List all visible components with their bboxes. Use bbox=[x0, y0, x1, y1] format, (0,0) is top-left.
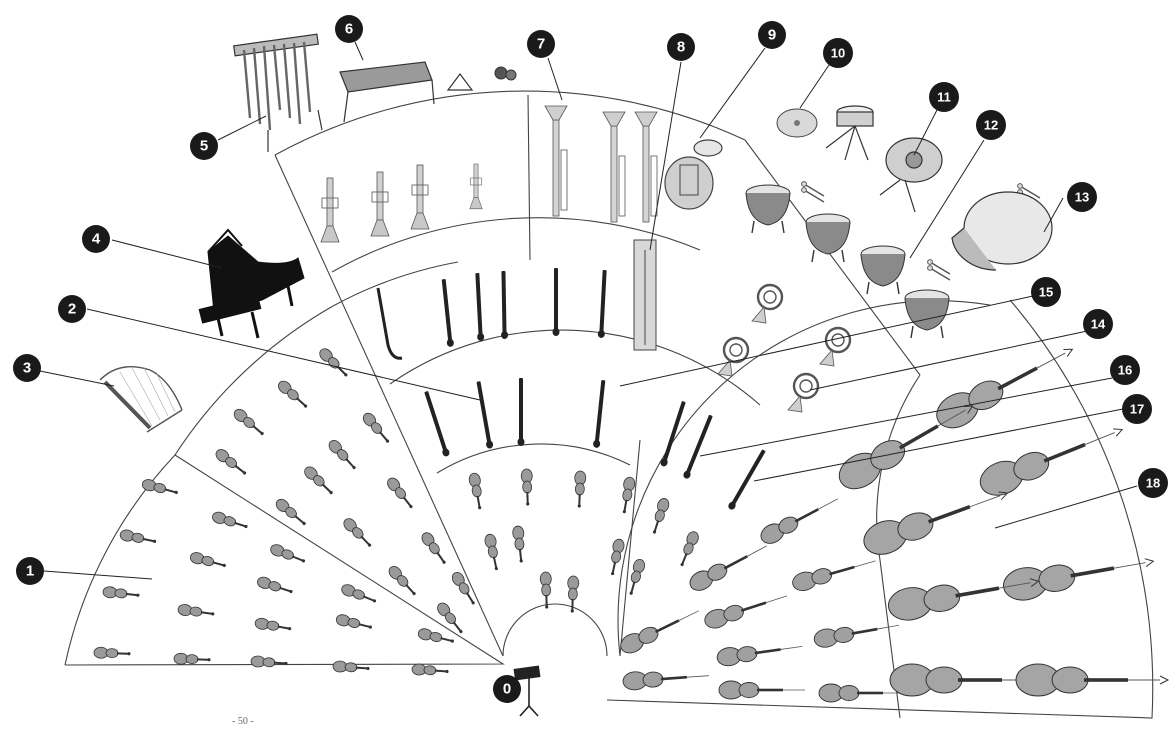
badge-2: 2 bbox=[58, 295, 86, 323]
svg-text:7: 7 bbox=[537, 36, 545, 53]
svg-text:15: 15 bbox=[1039, 285, 1053, 300]
leader-14 bbox=[810, 330, 1092, 390]
triangle bbox=[448, 74, 472, 90]
outline-arc-460 bbox=[437, 444, 630, 473]
leader-5 bbox=[218, 116, 266, 140]
outline-spoke-mid bbox=[528, 95, 530, 260]
svg-text:2: 2 bbox=[68, 301, 76, 318]
harp bbox=[100, 367, 182, 432]
badge-15: 15 bbox=[1031, 277, 1061, 307]
badge-13: 13 bbox=[1067, 182, 1097, 212]
badge-8: 8 bbox=[667, 33, 695, 61]
svg-text:3: 3 bbox=[23, 360, 31, 377]
badge-9: 9 bbox=[758, 21, 786, 49]
tuba bbox=[665, 140, 722, 209]
badge-6: 6 bbox=[335, 15, 363, 43]
cymbals bbox=[777, 109, 817, 137]
double-basses bbox=[833, 335, 1168, 696]
badge-7: 7 bbox=[527, 30, 555, 58]
badge-3: 3 bbox=[13, 354, 41, 382]
horns bbox=[718, 285, 850, 412]
leader-10 bbox=[800, 62, 831, 108]
svg-text:14: 14 bbox=[1091, 317, 1106, 332]
bass-drum bbox=[952, 192, 1052, 270]
leader-6 bbox=[355, 42, 363, 60]
leader-1 bbox=[44, 571, 152, 579]
cellos bbox=[617, 491, 905, 702]
svg-text:9: 9 bbox=[768, 27, 776, 44]
leader-15 bbox=[620, 296, 1033, 386]
clarinets bbox=[440, 268, 608, 347]
svg-text:17: 17 bbox=[1130, 402, 1144, 417]
badge-10: 10 bbox=[823, 38, 853, 68]
contrabassoon bbox=[634, 240, 656, 350]
trumpets bbox=[321, 164, 482, 242]
outline-inner-arc bbox=[503, 604, 607, 656]
leader-3 bbox=[40, 371, 114, 386]
svg-text:11: 11 bbox=[937, 90, 951, 105]
svg-text:10: 10 bbox=[831, 46, 845, 61]
leader-18 bbox=[995, 486, 1137, 528]
svg-text:13: 13 bbox=[1075, 190, 1089, 205]
trombones bbox=[545, 106, 657, 222]
badge-14: 14 bbox=[1083, 309, 1113, 339]
badge-11: 11 bbox=[929, 82, 959, 112]
svg-text:4: 4 bbox=[92, 231, 101, 248]
svg-text:5: 5 bbox=[200, 138, 208, 155]
badge-16: 16 bbox=[1110, 355, 1140, 385]
outline-right-outer bbox=[607, 300, 1153, 718]
badge-0: 0 bbox=[493, 675, 521, 703]
page-number: - 50 - bbox=[232, 716, 254, 727]
badge-18: 18 bbox=[1138, 468, 1168, 498]
chimes bbox=[234, 34, 322, 152]
svg-text:0: 0 bbox=[503, 681, 511, 698]
svg-text:16: 16 bbox=[1118, 363, 1132, 378]
badge-17: 17 bbox=[1122, 394, 1152, 424]
gong bbox=[880, 138, 942, 212]
svg-text:8: 8 bbox=[677, 39, 685, 56]
outline-middle-ring-left bbox=[175, 306, 333, 455]
xylophone bbox=[340, 62, 434, 122]
leader-7 bbox=[548, 58, 562, 100]
grand-piano bbox=[199, 230, 304, 338]
outline-spoke-left bbox=[275, 155, 503, 656]
leader-4 bbox=[112, 240, 222, 268]
svg-text:12: 12 bbox=[984, 118, 998, 133]
svg-text:18: 18 bbox=[1146, 476, 1160, 491]
svg-text:1: 1 bbox=[26, 563, 34, 580]
castanets bbox=[495, 67, 516, 80]
violas bbox=[468, 469, 700, 613]
outline-woodwind-ring-left bbox=[333, 262, 458, 306]
badge-12: 12 bbox=[976, 110, 1006, 140]
badge-1: 1 bbox=[16, 557, 44, 585]
bassoons bbox=[660, 400, 767, 510]
leader-9 bbox=[700, 48, 765, 138]
badge-4: 4 bbox=[82, 225, 110, 253]
svg-text:6: 6 bbox=[345, 21, 353, 38]
snare-drum bbox=[826, 106, 873, 160]
bass-clarinet bbox=[378, 288, 402, 358]
badge-5: 5 bbox=[190, 132, 218, 160]
